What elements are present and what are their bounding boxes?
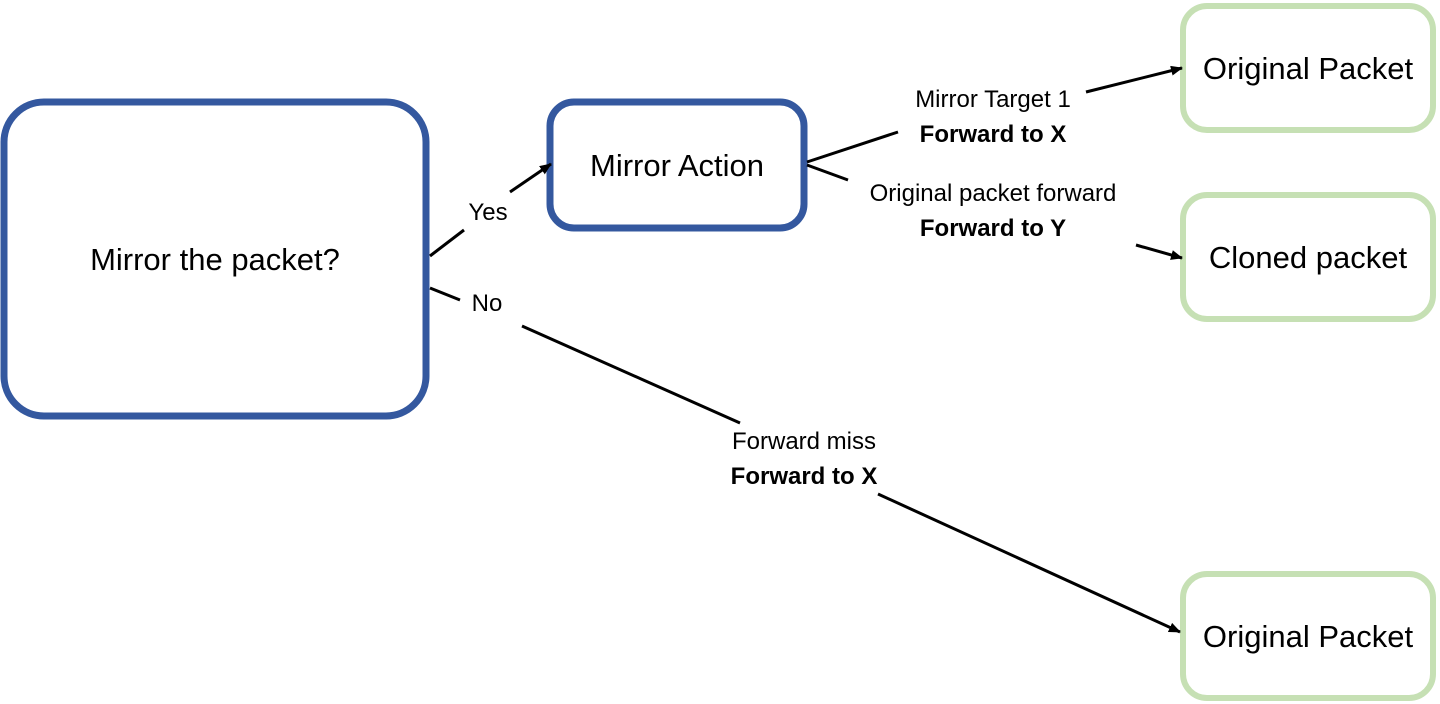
edge-yes-label: Yes — [468, 199, 507, 226]
edge-no-arrow — [877, 492, 1181, 634]
edge-forward-miss-target: Forward to X — [731, 463, 878, 490]
mirror-action-node[interactable]: Mirror Action — [546, 98, 808, 232]
edge-original-forward-label: Original packet forward — [870, 180, 1117, 207]
edge-original-forward-dest: Forward to Y — [920, 215, 1066, 242]
edge-original-forward-line-start — [806, 163, 849, 182]
edge-mirror-target: Mirror Target 1 Forward to X — [806, 65, 1183, 164]
edge-yes-line-start — [429, 228, 465, 258]
edge-mirror-target-dest: Forward to X — [920, 121, 1067, 148]
cloned-packet-label: Cloned packet — [1209, 240, 1408, 275]
edge-yes-arrow — [509, 162, 552, 194]
edge-forward-miss-label: Forward miss — [732, 428, 876, 455]
edge-yes: Yes — [429, 162, 552, 258]
mirror-decision-label: Mirror the packet? — [90, 242, 340, 277]
mirror-decision-node[interactable]: Mirror the packet? — [0, 98, 430, 420]
original-packet-top-node[interactable]: Original Packet — [1180, 3, 1436, 133]
edge-no: No Forward miss Forward to X — [429, 286, 1181, 634]
original-packet-bottom-box — [1180, 571, 1436, 701]
edge-original-forward-arrow — [1135, 243, 1183, 260]
edge-no-line-mid — [521, 324, 741, 425]
edge-no-line-start — [429, 286, 461, 302]
edge-mirror-target-line-start — [806, 130, 899, 164]
original-packet-top-box — [1180, 3, 1436, 133]
mirror-decision-box — [0, 98, 430, 420]
original-packet-bottom-node[interactable]: Original Packet — [1180, 571, 1436, 701]
mirror-action-label: Mirror Action — [590, 148, 764, 183]
edge-mirror-target-label: Mirror Target 1 — [915, 86, 1071, 113]
cloned-packet-node[interactable]: Cloned packet — [1180, 192, 1436, 322]
edge-no-label: No — [472, 290, 503, 317]
original-packet-top-label: Original Packet — [1203, 51, 1414, 86]
edge-original-forward: Original packet forward Forward to Y — [806, 163, 1183, 260]
original-packet-bottom-label: Original Packet — [1203, 619, 1414, 654]
edge-mirror-target-arrow — [1085, 65, 1183, 94]
cloned-packet-box — [1180, 192, 1436, 322]
